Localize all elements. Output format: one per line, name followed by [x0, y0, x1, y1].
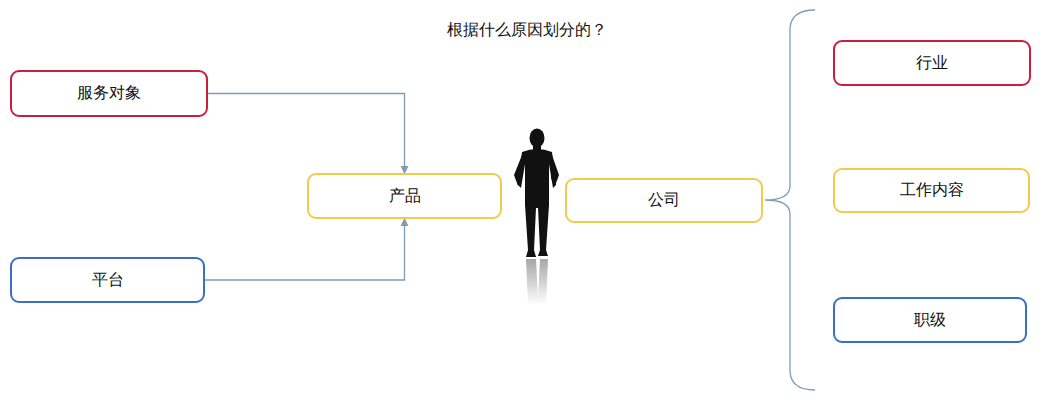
category-box: 公司 [565, 178, 763, 223]
category-box: 服务对象 [10, 70, 208, 117]
box-label: 行业 [908, 53, 956, 74]
silhouette-reflection [526, 259, 548, 305]
box-label: 职级 [906, 310, 954, 331]
category-box: 平台 [10, 257, 205, 303]
diagram-title: 根据什么原因划分的？ [447, 20, 607, 41]
connector-arrow [205, 219, 405, 280]
category-box: 工作内容 [833, 168, 1030, 213]
category-box: 产品 [307, 173, 502, 219]
box-label: 平台 [84, 270, 132, 291]
connector-arrow [208, 94, 405, 174]
curly-bracket [765, 10, 815, 390]
box-label: 公司 [640, 190, 688, 211]
businessman-silhouette [514, 129, 559, 258]
box-label: 产品 [381, 186, 429, 207]
box-label: 工作内容 [892, 180, 972, 201]
category-box: 职级 [833, 297, 1027, 343]
box-label: 服务对象 [69, 83, 149, 104]
category-box: 行业 [833, 40, 1031, 86]
